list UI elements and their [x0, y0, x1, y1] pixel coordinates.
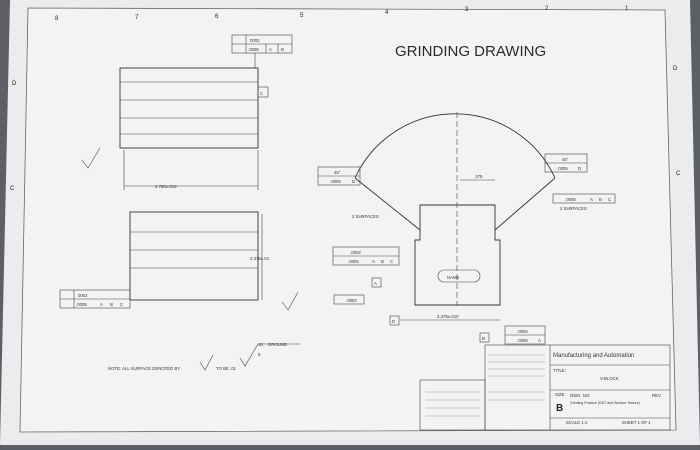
surface-note-text: NOTE: ALL SURFACE DENOTED BY: [108, 366, 180, 371]
fcf-parallel-value: .0005: [76, 302, 87, 307]
fcf-flatness-value: 0002: [250, 38, 260, 43]
dwg-no-value: Grinding Practice (GDT and Surface Textu…: [570, 401, 640, 405]
zone-letter: D: [12, 81, 17, 87]
fcf-parallel-value: .0005: [248, 47, 259, 52]
scale: SCALE 1:1: [566, 420, 588, 425]
dimension-width: 2.750±.010: [155, 184, 177, 189]
rev-label: REV: [652, 393, 661, 398]
dimension-375: .375: [474, 174, 483, 179]
fcf-flatness-value: .0002: [517, 329, 528, 334]
dwg-no-label: DWG. NO.: [570, 393, 591, 398]
dimension-bottom: 2.375±.010: [437, 314, 459, 319]
top-view: 0002 .0005 A B C 2.750±.010: [81, 34, 293, 190]
fcf-datum: B: [599, 197, 602, 202]
zone-number: 5: [300, 13, 304, 19]
datum-a: A: [374, 281, 377, 286]
zone-number: 3: [465, 7, 469, 13]
company-name: Manufacturing and Automation: [553, 353, 634, 359]
size-label: SIZE: [555, 392, 565, 397]
name-label: NAME: [447, 275, 460, 280]
fcf-angularity-value: .0005: [330, 179, 341, 184]
zone-number: 8: [55, 16, 59, 22]
title-value: V-BLOCK: [600, 376, 619, 381]
dimension-height: 2.375±.01: [250, 256, 270, 261]
ground-label: GROUND: [268, 342, 287, 347]
datum-d: D: [392, 319, 395, 324]
surface-note: NOTE: ALL SURFACE DENOTED BY TO BE .01 1…: [108, 342, 300, 371]
zone-number: 2: [545, 6, 549, 12]
drawing-title: GRINDING DRAWING: [395, 43, 546, 60]
fcf-datum: B: [381, 259, 384, 264]
surfaces-note: 2 SURFACES: [560, 206, 587, 211]
title-label: TITLE:: [553, 368, 566, 373]
fcf-flatness-value: .0002: [350, 250, 361, 255]
fcf-datum: A: [372, 259, 375, 264]
fcf-flatness-value: .0002: [346, 298, 357, 303]
zone-number: 1: [625, 6, 629, 12]
fcf-datum: D: [578, 166, 581, 171]
front-view: 2.375±.01 0002 .0005 A B C: [59, 211, 299, 311]
sheet: SHEET 1 OF 1: [622, 420, 651, 425]
fcf-datum: D: [352, 179, 355, 184]
ground-16: 16: [258, 342, 263, 347]
zone-number: 7: [135, 15, 139, 21]
fcf-datum: C: [390, 259, 393, 264]
angle-value: 45°: [562, 157, 569, 162]
surfaces-note: 2 SURFACES: [352, 214, 379, 219]
fcf-angularity-value: .0005: [557, 166, 568, 171]
title-block: Manufacturing and Automation TITLE: V-BL…: [419, 344, 671, 431]
zone-number: 6: [215, 14, 219, 20]
zone-letter: C: [676, 171, 681, 177]
side-view: NAME .375 45° .0005 D 45° .0005 D .0005 …: [317, 112, 616, 345]
fcf-datum: A: [100, 302, 103, 307]
fcf-parallel-value: .0005: [565, 197, 576, 202]
size-value: B: [556, 403, 563, 414]
fcf-parallel-value: .0005: [517, 338, 528, 343]
zone-letter: D: [673, 66, 678, 72]
fcf-datum: C: [608, 197, 611, 202]
fcf-parallel-value: .0005: [348, 259, 359, 264]
fcf-datum: B: [110, 302, 113, 307]
datum-b: B: [482, 336, 485, 341]
fcf-datum: A: [590, 197, 593, 202]
fcf-datum: B: [281, 47, 284, 52]
fcf-datum: A: [269, 47, 272, 52]
surface-note-tail: TO BE .01: [216, 366, 237, 371]
zone-number: 4: [385, 10, 389, 16]
datum-c: C: [260, 91, 263, 96]
angle-value: 45°: [334, 170, 341, 175]
ground-8: 8: [258, 352, 261, 357]
fcf-flatness-value: 0002: [78, 293, 88, 298]
fcf-datum: A: [538, 338, 541, 343]
fcf-datum: C: [120, 302, 123, 307]
zone-letter: C: [10, 186, 15, 192]
